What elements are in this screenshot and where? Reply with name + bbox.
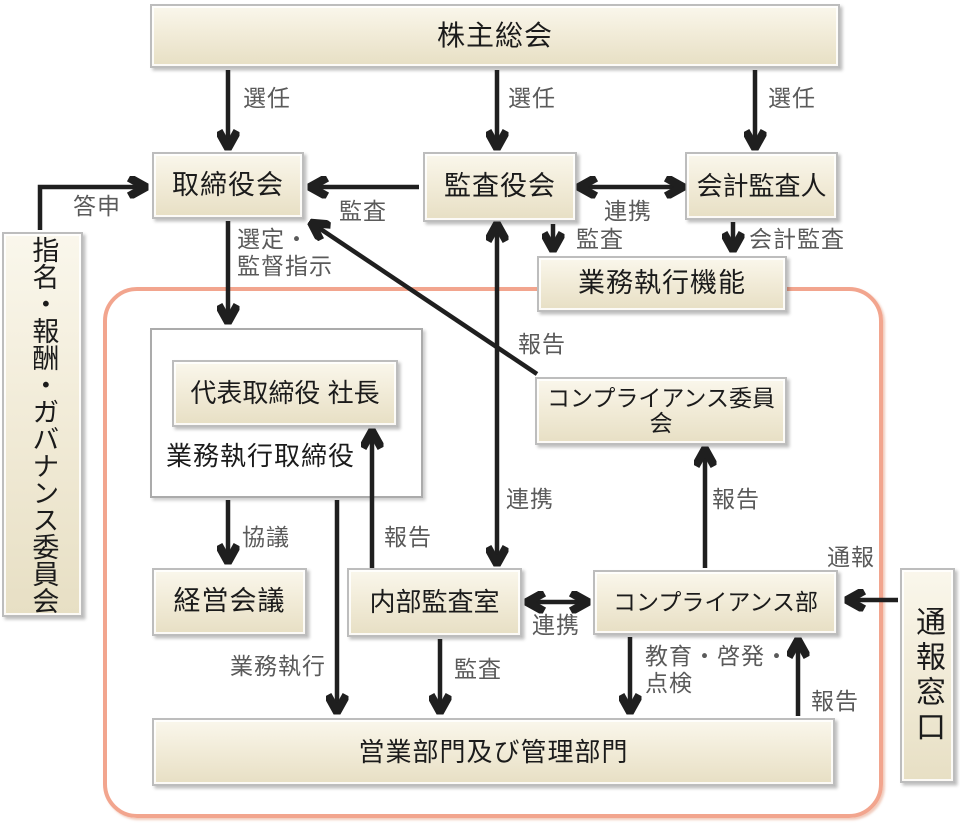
node-compliance-committee: コンプライアンス委員会 <box>535 377 787 445</box>
node-business-execution-function: 業務執行機能 <box>537 256 787 312</box>
edge-label-internal-audit-report: 報告 <box>384 524 432 550</box>
edge-label-consultation: 協議 <box>242 524 290 550</box>
edge-label-appoint-audit: 選任 <box>508 85 556 111</box>
node-whistleblower-contact: 通報窓口 <box>900 568 955 783</box>
node-representative-director-president: 代表取締役 社長 <box>172 360 398 427</box>
edge-label-audit-to-board: 監査 <box>339 198 387 224</box>
edge-label-cooperation-vertical: 連携 <box>506 486 554 512</box>
node-compliance-department: コンプライアンス部 <box>593 570 838 635</box>
edge-label-audit-divisions: 監査 <box>454 656 502 682</box>
edge-label-cooperation-bottom: 連携 <box>532 612 580 638</box>
edge-label-appoint-board: 選任 <box>243 85 291 111</box>
node-internal-audit-office: 内部監査室 <box>347 568 522 637</box>
edge-label-divisions-report: 報告 <box>811 688 859 714</box>
node-board-of-directors: 取締役会 <box>152 152 304 219</box>
node-shareholders-meeting: 株主総会 <box>150 4 840 68</box>
edge-label-committee-report: 報告 <box>518 331 566 357</box>
edge-label-compliance-report-up: 報告 <box>712 486 760 512</box>
edge-label-education: 教育・啓発・ 点検 <box>645 643 789 697</box>
executive-directors-label: 業務執行取締役 <box>166 441 356 471</box>
edge-label-toushin: 答申 <box>73 193 121 219</box>
edge-label-business-execution: 業務執行 <box>230 653 326 679</box>
edge-label-cooperation-top: 連携 <box>604 198 652 224</box>
edge-label-accounting-audit: 会計監査 <box>749 226 845 252</box>
node-sales-and-administrative-divisions: 営業部門及び管理部門 <box>152 718 835 786</box>
edge-label-selection-supervision: 選定・ 監督指示 <box>237 226 333 280</box>
node-accounting-auditor: 会計監査人 <box>685 152 838 220</box>
node-nomination-remuneration-governance-committee: 指名・報酬・ガバナンス委員会 <box>2 232 83 617</box>
edge-label-audit-exec: 監査 <box>576 226 624 252</box>
edge-label-appoint-accounting: 選任 <box>768 85 816 111</box>
node-audit-and-supervisory-board: 監査役会 <box>423 152 577 222</box>
edge-label-whistleblowing: 通報 <box>827 544 875 570</box>
node-management-meeting: 経営会議 <box>152 568 307 636</box>
